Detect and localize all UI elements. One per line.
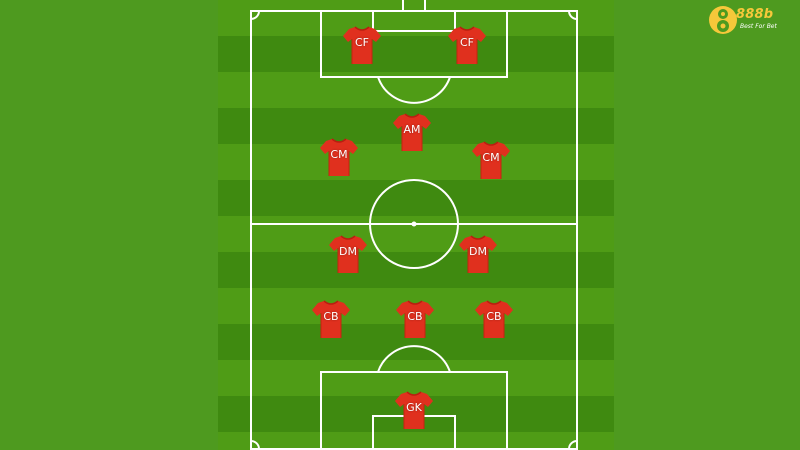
football-pitch: [218, 0, 614, 450]
jersey-icon: [320, 138, 358, 176]
player-position-label: CF: [354, 36, 369, 49]
player-position-label: DM: [339, 245, 357, 258]
player-jersey-cm: CM: [472, 140, 510, 180]
pitch-lines: [250, 0, 578, 450]
jersey-icon: [343, 26, 381, 64]
jersey-icon: [472, 141, 510, 179]
player-jersey-cb: CB: [312, 299, 350, 339]
corner-arc: [568, 10, 578, 20]
logo-tagline: Best For Bet: [740, 23, 777, 30]
coin-icon: [709, 6, 737, 34]
jersey-icon: [329, 235, 367, 273]
logo-brand-text: 888b: [736, 7, 774, 22]
jersey-icon: [459, 235, 497, 273]
jersey-icon: [475, 300, 513, 338]
jersey-icon: [393, 113, 431, 151]
player-position-label: GK: [406, 401, 422, 414]
player-position-label: AM: [403, 123, 421, 136]
center-spot: [411, 221, 417, 227]
corner-arc: [250, 440, 260, 450]
player-position-label: CF: [459, 36, 474, 49]
player-jersey-cm: CM: [320, 137, 358, 177]
bottom-penalty-arc: [377, 345, 451, 373]
player-jersey-cf: CF: [343, 25, 381, 65]
player-jersey-dm: DM: [459, 234, 497, 274]
player-position-label: CM: [482, 151, 500, 164]
player-jersey-am: AM: [393, 112, 431, 152]
jersey-icon: [448, 26, 486, 64]
player-position-label: DM: [469, 245, 487, 258]
center-circle: [369, 179, 459, 269]
top-penalty-arc: [377, 76, 451, 104]
player-jersey-cb: CB: [475, 299, 513, 339]
player-position-label: CB: [407, 310, 423, 323]
player-jersey-cf: CF: [448, 25, 486, 65]
player-jersey-gk: GK: [395, 390, 433, 430]
jersey-icon: [312, 300, 350, 338]
player-position-label: CM: [330, 148, 348, 161]
player-position-label: CB: [486, 310, 502, 323]
brand-logo: 888b Best For Bet: [708, 2, 800, 40]
jersey-icon: [395, 391, 433, 429]
player-position-label: CB: [323, 310, 339, 323]
jersey-icon: [396, 300, 434, 338]
player-jersey-cb: CB: [396, 299, 434, 339]
top-goal-box: [372, 10, 456, 32]
corner-arc: [250, 10, 260, 20]
corner-arc: [568, 440, 578, 450]
player-jersey-dm: DM: [329, 234, 367, 274]
